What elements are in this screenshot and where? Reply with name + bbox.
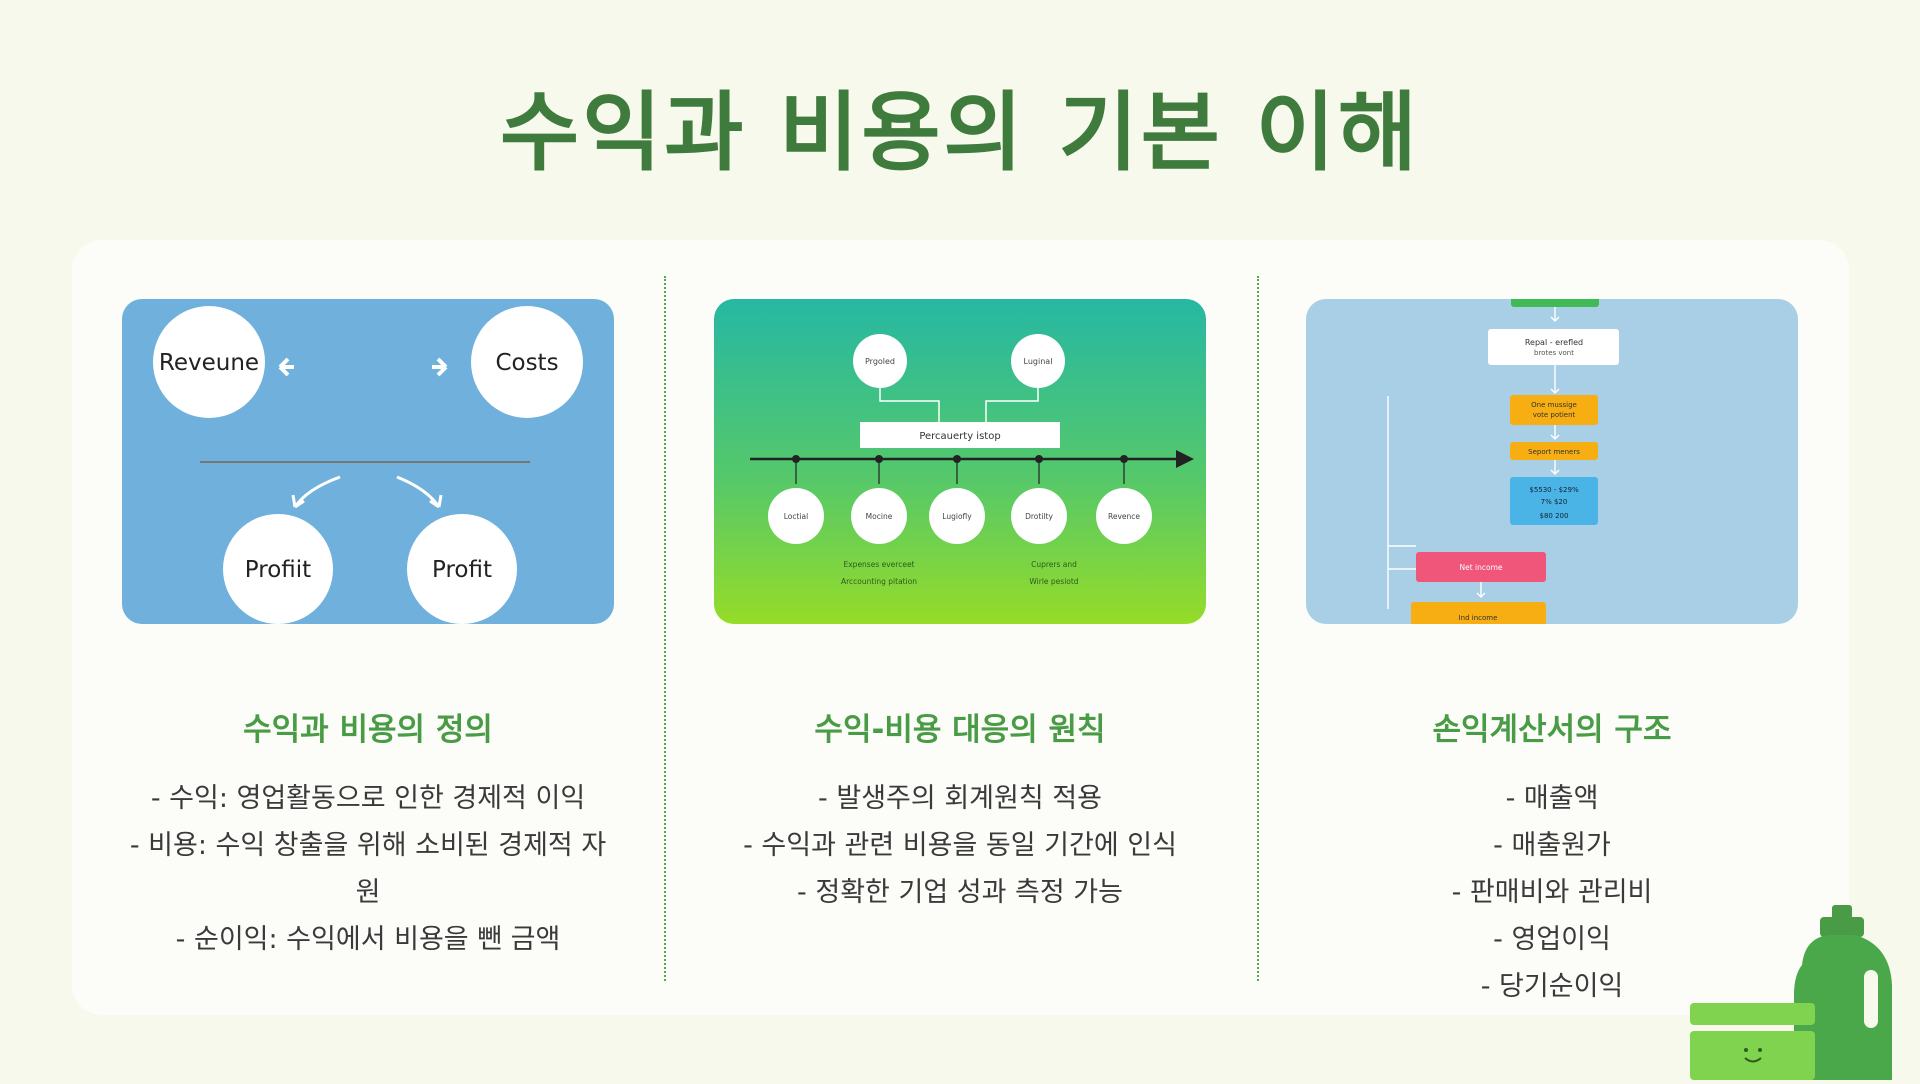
panel-matching-principle: Prgoled Luginal Percauerty istop Loctial bbox=[714, 299, 1206, 916]
page-title: 수익과 비용의 기본 이해 bbox=[499, 83, 1421, 183]
detergent-bottle-illustration bbox=[1690, 905, 1920, 1080]
svg-text:Expenses everceet: Expenses everceet bbox=[844, 560, 915, 569]
column-divider bbox=[1257, 276, 1259, 981]
svg-text:vote potient: vote potient bbox=[1533, 411, 1576, 419]
bullet-item: - 정확한 기업 성과 측정 가능 bbox=[797, 877, 1123, 908]
bullet-item: - 비용: 수익 창출을 위해 소비된 경제적 자원 bbox=[129, 830, 607, 908]
profit-circle bbox=[407, 514, 517, 624]
svg-text:Repal - erefled: Repal - erefled bbox=[1525, 338, 1583, 347]
svg-text:brotes vont: brotes vont bbox=[1534, 349, 1574, 357]
panel-heading: 수익과 비용의 정의 bbox=[243, 712, 493, 748]
svg-text:Arccounting pitation: Arccounting pitation bbox=[841, 577, 917, 586]
timeline-diagram: Prgoled Luginal Percauerty istop Loctial bbox=[714, 299, 1206, 624]
bullet-item: - 매출액 bbox=[1505, 783, 1599, 814]
svg-text:7% $20: 7% $20 bbox=[1541, 498, 1568, 506]
svg-text:Percauerty istop: Percauerty istop bbox=[919, 431, 1000, 442]
revenue-cost-diagram: Reveune Costs Profiit Profit bbox=[122, 299, 614, 624]
svg-text:Wirle pesiotd: Wirle pesiotd bbox=[1029, 577, 1078, 586]
svg-text:Mocine: Mocine bbox=[866, 512, 893, 521]
bullet-item: - 매출원가 bbox=[1493, 830, 1611, 861]
svg-text:Loctial: Loctial bbox=[784, 512, 808, 521]
profit-circle bbox=[223, 514, 333, 624]
bullet-item: - 판매비와 관리비 bbox=[1451, 877, 1653, 908]
column-divider bbox=[664, 276, 666, 981]
svg-text:Drotilty: Drotilty bbox=[1025, 512, 1053, 521]
bullet-item: - 영업이익 bbox=[1493, 924, 1611, 955]
bullet-item: - 당기순이익 bbox=[1480, 971, 1624, 1002]
costs-circle bbox=[471, 306, 583, 418]
bullet-item: - 순이익: 수익에서 비용을 뺀 금액 bbox=[175, 924, 561, 955]
svg-text:$5530 - $29%: $5530 - $29% bbox=[1529, 486, 1579, 494]
bullet-item: - 수익: 영업활동으로 인한 경제적 이익 bbox=[150, 783, 586, 814]
svg-text:Profit: Profit bbox=[432, 557, 492, 583]
panel-income-statement: Repal - erefled brotes vont One mussige … bbox=[1306, 299, 1798, 1010]
svg-text:Net income: Net income bbox=[1459, 563, 1502, 572]
panel-definition: Reveune Costs Profiit Profit 수익과 비용의 정의 … bbox=[122, 299, 614, 963]
svg-text:Prgoled: Prgoled bbox=[865, 357, 895, 366]
svg-text:Revence: Revence bbox=[1108, 512, 1140, 521]
panel-heading: 손익계산서의 구조 bbox=[1432, 712, 1672, 748]
svg-text:Profiit: Profiit bbox=[245, 557, 311, 583]
panel-heading: 수익-비용 대응의 원칙 bbox=[814, 712, 1106, 748]
svg-text:One mussige: One mussige bbox=[1531, 401, 1577, 409]
svg-text:$80 200: $80 200 bbox=[1540, 512, 1569, 520]
svg-text:Seport meners: Seport meners bbox=[1528, 448, 1580, 456]
svg-text:Cuprers and: Cuprers and bbox=[1031, 560, 1077, 569]
income-statement-flowchart: Repal - erefled brotes vont One mussige … bbox=[1306, 299, 1798, 624]
svg-text:Lugiofly: Lugiofly bbox=[942, 512, 972, 521]
svg-text:Costs: Costs bbox=[495, 350, 558, 376]
revenue-circle bbox=[153, 306, 265, 418]
svg-text:Reveune: Reveune bbox=[159, 350, 259, 376]
svg-text:Ind income: Ind income bbox=[1459, 614, 1498, 622]
bullet-item: - 수익과 관련 비용을 동일 기간에 인식 bbox=[743, 830, 1177, 861]
svg-text:Luginal: Luginal bbox=[1024, 357, 1053, 366]
bullet-item: - 발생주의 회계원칙 적용 bbox=[818, 783, 1102, 814]
